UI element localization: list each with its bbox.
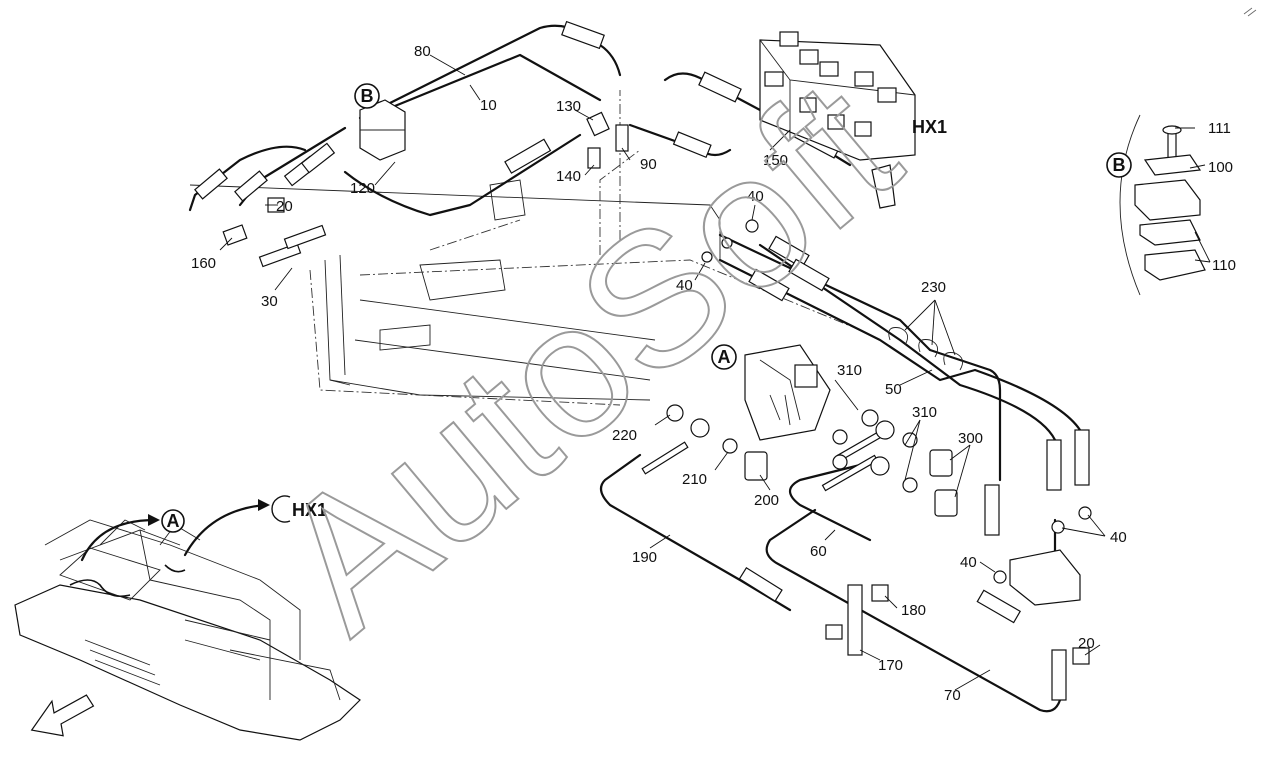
callout-40-bottom: 40 <box>960 554 977 571</box>
callout-111: 111 <box>1208 120 1231 137</box>
overview-marker-hx1: HX1 <box>271 495 327 523</box>
callout-20-top: 20 <box>276 198 293 215</box>
fittings <box>194 20 1092 701</box>
callout-140: 140 <box>556 168 581 185</box>
paver-overview <box>14 499 361 741</box>
callout-30: 30 <box>261 293 278 310</box>
callout-170: 170 <box>878 657 903 674</box>
callout-40-left: 40 <box>676 277 693 294</box>
callout-50: 50 <box>885 381 902 398</box>
callout-60: 60 <box>810 543 827 560</box>
callout-110: 110 <box>1212 257 1236 274</box>
detail-b-label: B <box>361 86 374 106</box>
hx1-label: HX1 <box>912 117 947 137</box>
corner-mark-icon <box>1243 7 1257 17</box>
callout-210: 210 <box>682 471 707 488</box>
callout-230: 230 <box>921 279 946 296</box>
hose-150 <box>663 72 852 167</box>
callout-70: 70 <box>944 687 961 704</box>
hose-to-valve-1 <box>718 233 1002 482</box>
overview-a-label: A <box>167 511 180 531</box>
callout-220: 220 <box>612 427 637 444</box>
hose-60 <box>788 458 882 542</box>
callout-40-right: 40 <box>1110 529 1127 546</box>
detail-b-inset-marker: B <box>1106 152 1132 178</box>
callout-190: 190 <box>632 549 657 566</box>
detail-b-inset <box>1119 114 1206 296</box>
detail-b-marker: B <box>354 83 380 109</box>
callout-130: 130 <box>556 98 581 115</box>
callout-120: 120 <box>350 180 375 197</box>
detail-a-label: A <box>718 347 731 367</box>
callout-310-right: 310 <box>912 404 937 421</box>
hx1-manifold <box>759 31 916 209</box>
callout-90: 90 <box>640 156 657 173</box>
hose-10 <box>388 53 602 110</box>
hose-left-b <box>238 126 347 207</box>
hose-left-loop <box>188 145 307 212</box>
part-callouts: 80 10 120 130 140 90 150 20 160 30 40 40… <box>191 43 1236 704</box>
callout-80: 80 <box>414 43 431 60</box>
callout-310-left: 310 <box>837 362 862 379</box>
callout-100: 100 <box>1208 159 1233 176</box>
hose-to-valve-2 <box>718 258 1082 432</box>
callout-150: 150 <box>763 152 788 169</box>
callout-160: 160 <box>191 255 216 272</box>
leader-lines <box>219 54 1211 691</box>
callout-20-bottom: 20 <box>1078 635 1095 652</box>
callout-180: 180 <box>901 602 926 619</box>
hose-190 <box>599 453 792 612</box>
callout-40-top: 40 <box>747 188 764 205</box>
clamp-b <box>359 99 406 161</box>
hose-120 <box>343 133 582 217</box>
hose-to-valve-3 <box>758 243 1057 442</box>
callout-300: 300 <box>958 430 983 447</box>
detail-b-inset-label: B <box>1113 155 1126 175</box>
valve-block-a <box>744 344 831 441</box>
frame-outline <box>189 90 861 406</box>
detail-a-marker: A <box>711 344 737 370</box>
callout-200: 200 <box>754 492 779 509</box>
hose-70 <box>765 508 1062 713</box>
overview-hx1-label: HX1 <box>292 500 327 520</box>
callout-10: 10 <box>480 97 497 114</box>
overview-marker-a: A <box>161 509 185 533</box>
